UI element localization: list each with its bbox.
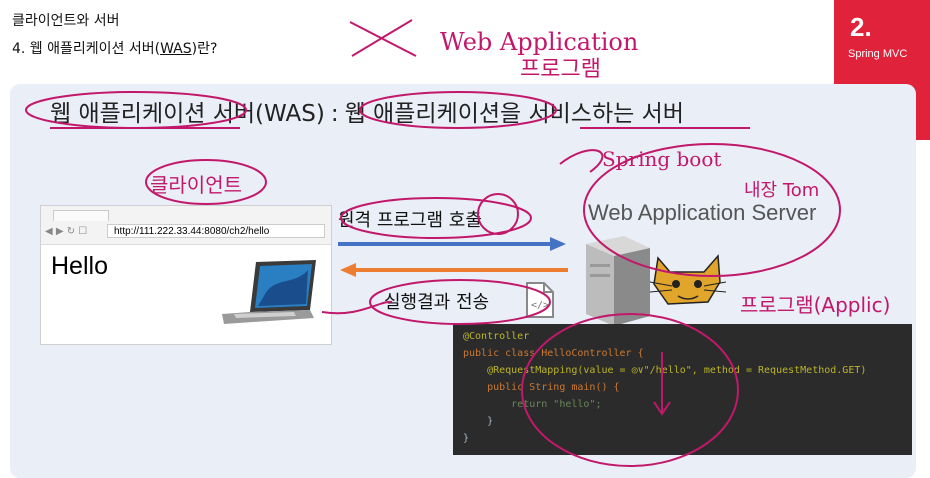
code-line: } bbox=[463, 416, 494, 427]
request-label: 원격 프로그램 호출 bbox=[338, 210, 482, 231]
code-line: return "hello"; bbox=[463, 399, 602, 410]
note-web-application: Web Application bbox=[440, 28, 638, 56]
note-program-ko: 프로그램 bbox=[520, 57, 601, 82]
section-number: 2. bbox=[850, 12, 872, 42]
code-line: public String main() { bbox=[463, 382, 620, 393]
definition-separator: : bbox=[330, 101, 339, 127]
server-icon bbox=[586, 236, 650, 326]
note-spring-boot: Spring boot bbox=[602, 147, 721, 171]
browser-toolbar: ◀ ▶ ↻ ☐ http://111.222.33.44:8080/ch2/he… bbox=[41, 206, 331, 245]
page-content: Hello bbox=[51, 252, 108, 280]
note-program-applic: 프로그램(Applic) bbox=[740, 293, 890, 317]
code-line: } bbox=[463, 433, 470, 444]
response-label: 실행결과 전송 bbox=[384, 292, 490, 313]
code-snippet: @Controller public class HelloController… bbox=[453, 324, 912, 455]
definition-term: 웹 애플리케이션 서버(WAS) bbox=[50, 101, 325, 127]
title-suffix: )란? bbox=[191, 41, 218, 57]
code-line: public class HelloController { bbox=[463, 348, 644, 359]
section-label: Spring MVC bbox=[848, 48, 908, 60]
note-client: 클라이언트 bbox=[150, 173, 242, 197]
was-title: Web Application Server bbox=[588, 200, 817, 225]
nav-buttons-icon: ◀ ▶ ↻ ☐ bbox=[45, 226, 88, 237]
request-response-arrows bbox=[338, 237, 568, 277]
title-acronym: WAS bbox=[160, 41, 192, 57]
svg-text:</>: </> bbox=[531, 300, 549, 311]
tomcat-logo-icon bbox=[649, 254, 727, 305]
browser-tab bbox=[53, 210, 109, 221]
code-line: @RequestMapping(value = ◎∨"/hello", meth… bbox=[463, 365, 867, 376]
definition-meaning: 웹 애플리케이션을 서비스하는 서버 bbox=[344, 101, 684, 127]
laptop-icon bbox=[222, 260, 316, 324]
code-line: @Controller bbox=[463, 331, 530, 342]
address-bar: http://111.222.33.44:8080/ch2/hello bbox=[107, 224, 325, 238]
definition-line: 웹 애플리케이션 서버(WAS):웹 애플리케이션을 서비스하는 서버 bbox=[50, 94, 684, 128]
slide-subtitle: 클라이언트와 서버 bbox=[12, 13, 120, 29]
note-builtin-tomcat: 내장 Tom bbox=[744, 180, 819, 201]
slide-title: 4. 웹 애플리케이션 서버(WAS)란? bbox=[12, 38, 217, 58]
title-prefix: 4. 웹 애플리케이션 서버( bbox=[12, 41, 161, 57]
